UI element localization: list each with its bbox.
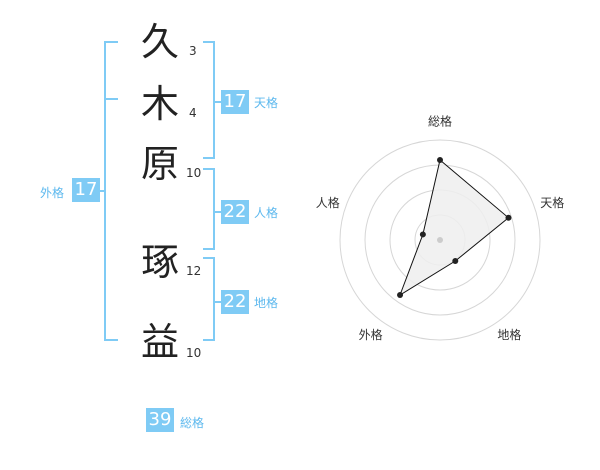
chikaku-bracket-connector <box>214 301 222 303</box>
soukaku-value-badge: 39 <box>146 408 174 432</box>
radar-axis-label-4: 外格 <box>359 327 383 342</box>
name-char-1: 久 <box>140 20 179 64</box>
chikaku-label: 地格 <box>254 296 279 310</box>
stroke-count-3: 10 <box>186 166 202 180</box>
jinkaku-bracket <box>203 168 215 250</box>
stroke-count-1: 3 <box>189 44 197 58</box>
stroke-count-4: 12 <box>186 264 202 278</box>
gaikaku-value-badge: 17 <box>72 178 100 202</box>
radar-axis-label-2: 天格 <box>540 195 564 210</box>
chikaku-value-badge: 22 <box>221 290 249 314</box>
radar-axis-label-3: 地格 <box>497 327 521 342</box>
tenkaku-bracket-connector <box>214 101 222 103</box>
radar-point-4 <box>397 292 404 299</box>
stroke-count-5: 10 <box>186 346 202 360</box>
gaikaku-bracket-tick <box>104 98 118 100</box>
radar-ring-4 <box>339 139 541 341</box>
name-char-2: 木 <box>140 82 179 126</box>
radar-point-3 <box>452 258 459 265</box>
tenkaku-value-badge: 17 <box>221 90 249 114</box>
name-char-5: 益 <box>140 320 179 364</box>
radar-point-2 <box>505 214 512 221</box>
radar-axis-label-1: 総格 <box>428 114 452 129</box>
name-char-4: 琢 <box>140 240 179 284</box>
radar-area <box>399 159 510 297</box>
gaikaku-bracket-connector <box>97 190 105 192</box>
jinkaku-bracket-connector <box>214 211 222 213</box>
jinkaku-value-badge: 22 <box>221 200 249 224</box>
radar-center-dot <box>437 237 443 243</box>
tenkaku-label: 天格 <box>254 96 279 110</box>
soukaku-label: 総格 <box>180 416 205 430</box>
name-char-3: 原 <box>140 142 179 186</box>
jinkaku-label: 人格 <box>254 206 279 220</box>
radar-point-5 <box>419 231 426 238</box>
gaikaku-bracket <box>104 41 118 341</box>
gaikaku-label: 外格 <box>40 186 65 200</box>
chikaku-bracket <box>203 257 215 341</box>
radar-point-1 <box>437 157 443 163</box>
stroke-count-2: 4 <box>189 106 197 120</box>
tenkaku-bracket <box>203 41 215 159</box>
radar-axis-label-5: 人格 <box>316 195 340 210</box>
